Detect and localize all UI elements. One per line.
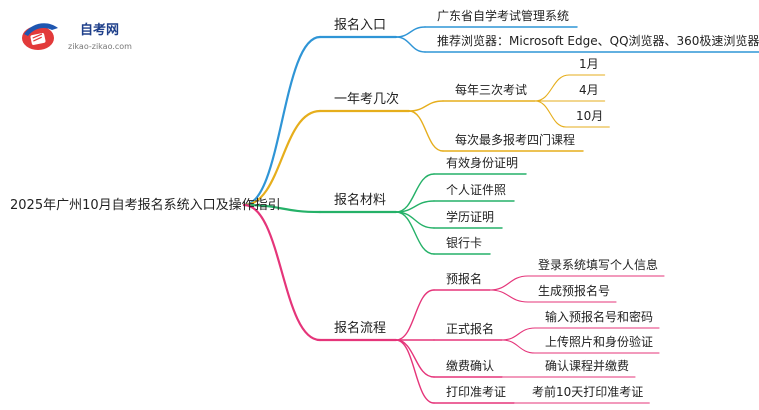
- topic-link-3-0: [395, 289, 435, 341]
- subtopic-link-3-0-0: [489, 275, 529, 291]
- topic-label: 学历证明: [446, 210, 495, 224]
- topic-label: 有效身份证明: [446, 156, 519, 170]
- topic-label: 每年三次考试: [455, 83, 528, 97]
- subtopic-link-1-0-2: [534, 100, 567, 128]
- subtopic-label: 登录系统填写个人信息: [538, 258, 659, 272]
- branch-label: 报名流程: [334, 321, 387, 336]
- subtopic-link-3-0-1: [489, 289, 529, 303]
- subtopic-link-1-0-0: [534, 74, 570, 102]
- branch-label: 报名入口: [334, 18, 387, 33]
- branch-link-1: [242, 109, 322, 207]
- topic-label: 正式报名: [446, 322, 495, 336]
- topic-link-0-1: [395, 36, 426, 53]
- topic-label: 广东省自学考试管理系统: [437, 9, 570, 23]
- topic-link-2-0: [395, 173, 435, 213]
- topic-label: 每次最多报考四门课程: [455, 133, 576, 147]
- branch-label: 报名材料: [334, 193, 387, 208]
- root-topic: 2025年广州10月自考报名系统入口及操作指引: [10, 198, 281, 213]
- subtopic-label: 4月: [579, 83, 599, 97]
- branch-link-3: [242, 203, 322, 342]
- topic-link-1-0: [408, 100, 444, 112]
- topic-link-0-0: [395, 26, 426, 38]
- subtopic-link-3-1-0: [501, 327, 536, 341]
- site-logo: 自考网 zikao-zikao.com: [18, 16, 168, 56]
- subtopic-label: 确认课程并缴费: [545, 359, 630, 373]
- topic-label: 打印准考证: [446, 385, 507, 399]
- logo-title: 自考网: [80, 23, 120, 38]
- topic-label: 推荐浏览器：Microsoft Edge、QQ浏览器、360极速浏览器: [437, 34, 759, 48]
- topic-label: 银行卡: [446, 236, 483, 250]
- logo-subtitle: zikao-zikao.com: [68, 42, 132, 51]
- subtopic-label: 上传照片和身份验证: [545, 335, 654, 349]
- mindmap-links: [242, 26, 759, 404]
- subtopic-label: 输入预报名号和密码: [545, 310, 654, 324]
- branch-label: 一年考几次: [334, 92, 400, 107]
- topic-link-2-2: [395, 211, 435, 229]
- subtopic-link-3-1-1: [501, 339, 536, 354]
- branch-link-2: [242, 203, 322, 214]
- topic-label: 个人证件照: [446, 183, 507, 197]
- branch-link-0: [242, 35, 322, 207]
- topic-link-3-3: [395, 339, 435, 404]
- topic-label: 预报名: [446, 272, 483, 286]
- subtopic-label: 10月: [576, 109, 604, 123]
- topic-link-1-1: [408, 110, 444, 152]
- logo-mark-icon: [22, 23, 58, 50]
- topic-link-2-3: [395, 211, 435, 255]
- topic-label: 缴费确认: [446, 359, 495, 373]
- subtopic-label: 1月: [579, 57, 599, 71]
- subtopic-label: 生成预报名号: [538, 284, 611, 298]
- subtopic-label: 考前10天打印准考证: [532, 385, 644, 399]
